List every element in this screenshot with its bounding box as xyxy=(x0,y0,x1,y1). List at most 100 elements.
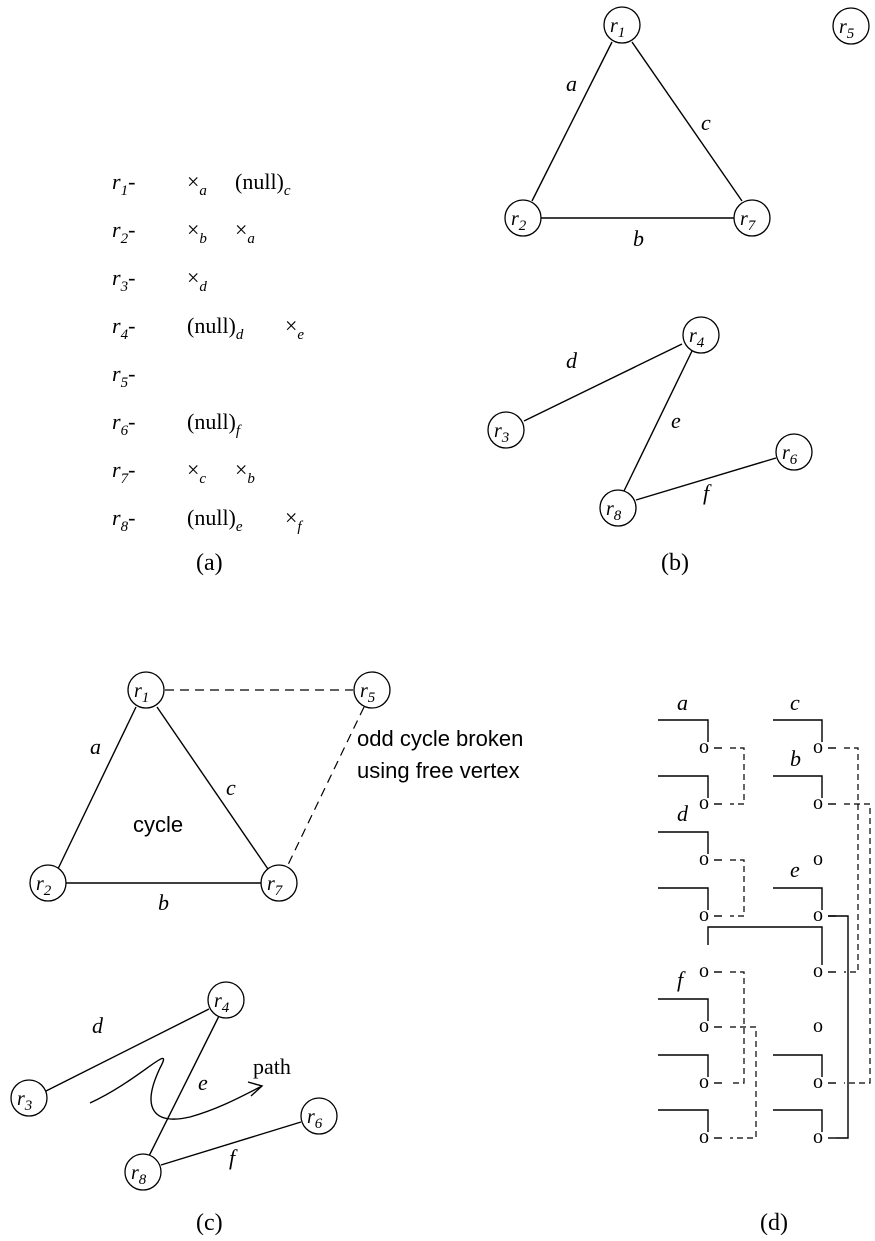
edge-f xyxy=(160,1121,302,1166)
edge-label-f: f xyxy=(703,480,712,505)
port: o xyxy=(699,960,709,982)
svg-text:r2: r2 xyxy=(36,873,52,899)
port: o xyxy=(699,1015,709,1037)
node-r1: r1 xyxy=(603,6,641,44)
row-entry: ×c xyxy=(187,457,206,487)
panel-a-table: r1- ×a (null)c r2- ×b ×a r3- ×d r4- (nul… xyxy=(112,169,304,576)
edge-a xyxy=(531,41,613,202)
port: o xyxy=(813,848,823,870)
row-entry: ×d xyxy=(187,265,207,295)
row-entry: ×b xyxy=(187,217,207,247)
edge-label-e: e xyxy=(671,408,681,433)
row-label: r6- xyxy=(112,409,135,439)
edge-label-e: e xyxy=(198,1070,208,1095)
node-r2: r2 xyxy=(504,199,542,237)
row-entry: (null)e xyxy=(187,505,243,535)
node-r1: r1 xyxy=(127,671,165,709)
edge-r5-r7-dashed xyxy=(285,706,365,870)
edge-f xyxy=(635,457,777,501)
table-row: r7- ×c ×b xyxy=(112,457,255,487)
table-row: r8- (null)e ×f xyxy=(112,505,303,535)
node-r4: r4 xyxy=(207,981,245,1019)
node-r8: r8 xyxy=(124,1153,162,1191)
svg-text:r8: r8 xyxy=(131,1162,147,1188)
port: o xyxy=(699,904,709,926)
svg-text:r1: r1 xyxy=(610,15,625,41)
port: o xyxy=(813,736,823,758)
svg-text:r3: r3 xyxy=(494,420,509,446)
node-r2: r2 xyxy=(29,864,67,902)
edge-label-a: a xyxy=(566,71,577,96)
edge-label-b: b xyxy=(158,890,169,915)
row-label: r3- xyxy=(112,265,135,295)
svg-text:r5: r5 xyxy=(360,680,376,706)
port: o xyxy=(699,1071,709,1093)
slot-label-a: a xyxy=(677,690,688,715)
svg-text:r6: r6 xyxy=(782,442,798,468)
svg-text:r4: r4 xyxy=(214,990,230,1016)
port: o xyxy=(699,848,709,870)
svg-text:r4: r4 xyxy=(689,325,705,351)
caption-b: (b) xyxy=(661,550,689,576)
table-row: r1- ×a (null)c xyxy=(112,169,291,199)
path-arrow-head xyxy=(247,1081,264,1097)
edge-d xyxy=(45,1008,210,1092)
row-label: r1- xyxy=(112,169,135,199)
table-row: r2- ×b ×a xyxy=(112,217,255,247)
cycle-label: cycle xyxy=(133,812,183,837)
edge-label-d: d xyxy=(92,1013,104,1038)
row-entry: ×f xyxy=(285,505,303,535)
panel-b-graph: a c b d e f r1 r5 r2 r7 r4 r3 xyxy=(487,6,870,576)
port: o xyxy=(813,1071,823,1093)
slot-label-f: f xyxy=(677,967,686,992)
broken-label-line1: odd cycle broken xyxy=(357,726,523,751)
edge-label-c: c xyxy=(226,775,236,800)
slot-label-e: e xyxy=(790,857,800,882)
row-label: r7- xyxy=(112,457,135,487)
edge-c xyxy=(631,41,743,202)
row-label: r2- xyxy=(112,217,135,247)
row-entry: ×b xyxy=(235,457,255,487)
path-label: path xyxy=(253,1054,291,1079)
slot-label-b: b xyxy=(790,746,801,771)
broken-label-line2: using free vertex xyxy=(357,758,520,783)
edge-label-b: b xyxy=(633,226,644,251)
table-row: r5- xyxy=(112,361,135,391)
node-r6: r6 xyxy=(300,1097,338,1135)
edge-e xyxy=(148,1015,220,1157)
svg-text:r2: r2 xyxy=(511,208,527,234)
svg-text:r7: r7 xyxy=(267,873,284,899)
edge-d xyxy=(523,343,683,422)
svg-text:r3: r3 xyxy=(17,1088,32,1114)
edge-e xyxy=(623,350,693,492)
caption-a: (a) xyxy=(196,550,223,576)
port: o xyxy=(813,1015,823,1037)
panel-d-wiring: a c b d e f o o o o o o o o o o o o xyxy=(658,690,871,1236)
slot-label-c: c xyxy=(790,690,800,715)
path-arrow xyxy=(89,1057,263,1120)
row-entry: ×a xyxy=(235,217,255,247)
node-r4: r4 xyxy=(682,316,720,354)
edge-label-f: f xyxy=(229,1145,238,1170)
svg-text:r6: r6 xyxy=(307,1106,323,1132)
node-r5: r5 xyxy=(832,7,870,45)
edge-c xyxy=(156,706,271,873)
edge-label-d: d xyxy=(566,348,578,373)
svg-text:r1: r1 xyxy=(134,680,149,706)
node-r6: r6 xyxy=(775,433,813,471)
node-r3: r3 xyxy=(487,411,525,449)
svg-text:r8: r8 xyxy=(606,498,622,524)
node-r7: r7 xyxy=(733,199,771,237)
panel-c-graph: a c b d e f cycle odd cycle broken using… xyxy=(10,671,523,1236)
table-row: r6- (null)f xyxy=(112,409,242,439)
node-r8: r8 xyxy=(599,489,637,527)
edge-label-a: a xyxy=(90,734,101,759)
row-label: r4- xyxy=(112,313,135,343)
caption-c: (c) xyxy=(196,1210,223,1236)
port: o xyxy=(813,904,823,926)
row-label: r5- xyxy=(112,361,135,391)
port: o xyxy=(699,792,709,814)
row-entry: (null)d xyxy=(187,313,244,343)
caption-d: (d) xyxy=(760,1210,788,1236)
